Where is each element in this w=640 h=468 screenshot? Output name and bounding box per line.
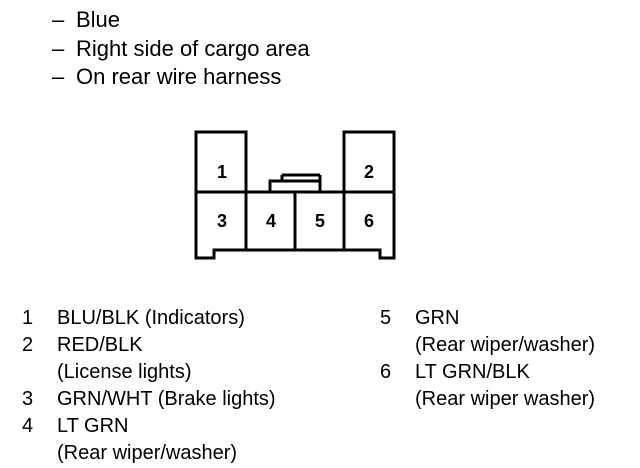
legend-pin-number: 1 xyxy=(22,307,34,329)
legend-wire-color: GRN xyxy=(415,307,460,329)
info-text: Blue xyxy=(76,7,121,32)
legend-pin-number: 4 xyxy=(22,415,34,437)
legend-wire-color: BLU/BLK (Indicators) xyxy=(57,307,245,329)
pin-legend-right: 5 GRN (Rear wiper/washer) 6 LT GRN/BLK (… xyxy=(380,305,595,413)
pin-label-2: 2 xyxy=(364,162,374,182)
legend-pin-number: 6 xyxy=(380,361,392,383)
legend-entry-pin-5: 5 GRN (Rear wiper/washer) xyxy=(380,305,595,359)
legend-wire-color: LT GRN/BLK xyxy=(415,361,530,383)
connector-info-list: –Blue –Right side of cargo area –On rear… xyxy=(52,6,310,92)
pin-label-5: 5 xyxy=(315,211,325,231)
legend-wire-color: LT GRN xyxy=(57,415,129,437)
legend-pin-number: 2 xyxy=(22,334,34,356)
connector-diagram: 1 2 3 4 5 6 xyxy=(194,130,396,260)
legend-circuit: (License lights) xyxy=(57,361,192,383)
info-text: On rear wire harness xyxy=(76,64,282,89)
pin-label-4: 4 xyxy=(266,211,276,231)
legend-entry-pin-6: 6 LT GRN/BLK (Rear wiper washer) xyxy=(380,359,595,413)
info-line-harness: –On rear wire harness xyxy=(52,64,282,89)
legend-wire-color: RED/BLK xyxy=(57,334,143,356)
legend-wire-color: GRN/WHT (Brake lights) xyxy=(57,388,276,410)
legend-pin-number: 3 xyxy=(22,388,34,410)
legend-entry-pin-3: 3 GRN/WHT (Brake lights) xyxy=(22,386,276,413)
info-line-location: –Right side of cargo area xyxy=(52,35,310,61)
legend-entry-pin-1: 1 BLU/BLK (Indicators) xyxy=(22,305,276,332)
pin-label-3: 3 xyxy=(217,211,227,231)
legend-circuit: (Rear wiper/washer) xyxy=(415,334,596,356)
legend-pin-number: 5 xyxy=(380,307,392,329)
locking-tab xyxy=(268,179,322,194)
info-line-color: –Blue xyxy=(52,7,121,32)
legend-circuit: (Rear wiper washer) xyxy=(415,388,596,410)
info-text: Right side of cargo area xyxy=(76,35,310,61)
pin-legend-left: 1 BLU/BLK (Indicators) 2 RED/BLK (Licens… xyxy=(22,305,276,467)
pin-label-1: 1 xyxy=(217,162,227,182)
legend-entry-pin-2: 2 RED/BLK (License lights) xyxy=(22,332,276,386)
legend-circuit: (Rear wiper/washer) xyxy=(57,442,238,464)
legend-entry-pin-4: 4 LT GRN (Rear wiper/washer) xyxy=(22,413,276,467)
pin-label-6: 6 xyxy=(364,211,374,231)
